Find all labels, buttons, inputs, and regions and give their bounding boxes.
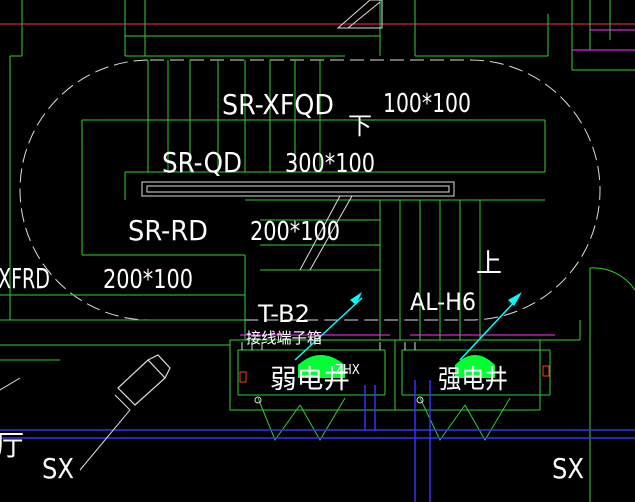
red-marker xyxy=(239,371,247,383)
label-sx-right: SX xyxy=(552,452,584,485)
label-ting: 厅 xyxy=(0,429,24,462)
label-size-300x100: 300*100 xyxy=(285,149,375,179)
blue-pipes xyxy=(0,380,635,502)
cyan-arrow xyxy=(294,297,519,361)
label-sr-rd: SR-RD xyxy=(128,214,208,247)
label-t-b2: T-B2 xyxy=(257,300,310,328)
label-xfrd: XFRD xyxy=(0,262,50,295)
label-weak-well: 弱电井 xyxy=(270,365,350,395)
green-equipment xyxy=(298,355,345,378)
camera-icon xyxy=(117,354,171,406)
green-equipment xyxy=(455,355,495,378)
red-marker xyxy=(542,365,550,377)
label-sr-xfqd: SR-XFQD xyxy=(222,88,334,121)
arrowhead xyxy=(508,292,522,306)
label-strong-well: 强电井 xyxy=(438,365,508,395)
label-terminal-box: 接线端子箱 xyxy=(246,329,322,347)
dashed-outline xyxy=(19,59,601,321)
label-al-h6: AL-H6 xyxy=(410,288,476,316)
cable-tray xyxy=(141,181,455,197)
label-size-100x100: 100*100 xyxy=(383,89,471,119)
label-sr-qd: SR-QD xyxy=(162,146,242,179)
label-zhx: ZHX xyxy=(335,363,360,378)
stair-marker xyxy=(336,0,383,29)
wall-ticks xyxy=(241,342,416,350)
leader-line xyxy=(0,377,131,471)
arrowhead xyxy=(350,292,362,305)
label-sx-left: SX xyxy=(42,452,74,485)
label-shang: 上 xyxy=(476,249,502,279)
label-size-200x100-a: 200*100 xyxy=(250,217,340,247)
diagonal-tray xyxy=(299,195,353,271)
label-xia: 下 xyxy=(348,112,372,140)
label-size-200x100-b: 200*100 xyxy=(103,265,193,295)
